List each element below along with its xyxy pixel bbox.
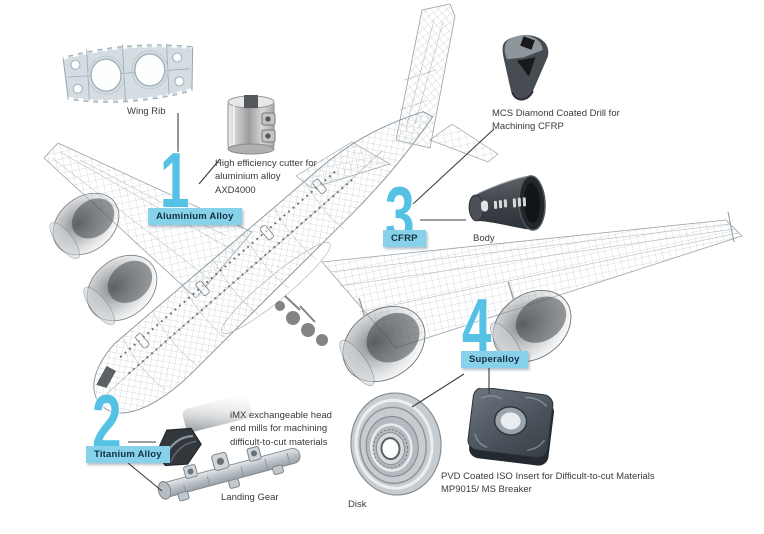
engine-near-outer (490, 281, 572, 366)
callout-1-number: 1 (160, 136, 190, 224)
tool-description-2: iMX exchangeable head end mills for mach… (230, 410, 332, 448)
cockpit-windows (96, 365, 116, 388)
material-label-aluminium-alloy: Aluminium Alloy (148, 208, 242, 225)
tool-description-4: PVD Coated ISO Insert for Difficult-to-c… (441, 471, 655, 496)
tool-description-1: High efficiency cutter for aluminium all… (215, 158, 317, 196)
part-label-wing-rib: Wing Rib (127, 106, 166, 117)
material-label-titanium-alloy: Titanium Alloy (86, 446, 170, 463)
engine-near-inner (339, 297, 426, 387)
part-label-disk: Disk (348, 499, 367, 510)
tool-description-3: MCS Diamond Coated Drill for Machining C… (492, 108, 620, 133)
mcs-drill-image (502, 35, 549, 101)
material-label-cfrp: CFRP (383, 230, 426, 247)
vertical-fin (395, 3, 456, 149)
wing-rib-image (62, 40, 194, 107)
stabilizer-right (429, 123, 499, 163)
landing-gear-image (157, 446, 301, 502)
fuselage (93, 111, 434, 414)
part-label-landing-gear: Landing Gear (221, 492, 279, 503)
callout-2-number: 2 (92, 378, 122, 466)
landing-gear-bogies (275, 295, 328, 346)
engine-far-outer (49, 192, 120, 259)
cutter-image (227, 95, 276, 155)
insert-image (467, 388, 554, 466)
part-label-body: Body (473, 233, 495, 244)
callout-4-number: 4 (462, 282, 492, 370)
disk-image (350, 392, 442, 496)
body-cone-image (468, 175, 546, 231)
material-label-superalloy: Superalloy (461, 351, 528, 368)
engine-far-inner (83, 254, 158, 325)
